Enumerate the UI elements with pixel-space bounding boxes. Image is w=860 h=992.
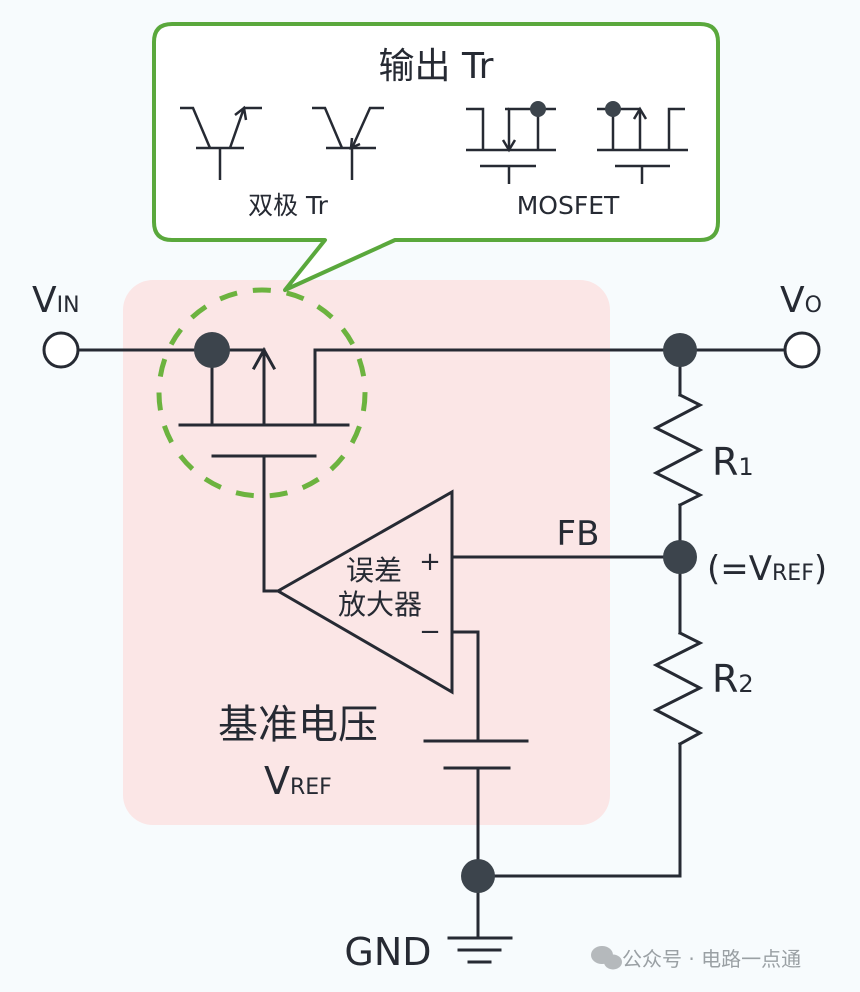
regulator-ic-region — [123, 280, 610, 825]
wechat-icon — [591, 946, 622, 970]
pnp-transistor-icon — [312, 106, 384, 180]
reference-voltage-title: 基准电压 — [218, 702, 378, 748]
r2-label: R2 — [712, 657, 754, 701]
fb-label: FB — [557, 514, 600, 554]
callout-bubble — [152, 22, 720, 292]
vo-terminal: VO — [780, 280, 822, 369]
gnd-label: GND — [344, 930, 431, 974]
vo-junction-node — [663, 333, 697, 367]
amp-minus-sign: − — [419, 617, 441, 647]
pmos-transistor-icon — [597, 101, 688, 184]
amp-label-line1: 误差 — [346, 554, 402, 587]
nmos-transistor-icon — [466, 101, 556, 184]
vin-label: VIN — [32, 280, 80, 321]
output-transistor-callout: 输出 Tr — [152, 22, 720, 292]
npn-transistor-icon — [180, 105, 262, 180]
highlight-dashed-circle — [156, 287, 368, 499]
fb-junction-node — [663, 540, 697, 574]
bipolar-label: 双极 Tr — [248, 191, 329, 220]
watermark-text: 公众号 · 电路一点通 — [622, 947, 801, 971]
vin-terminal-circle — [42, 331, 80, 369]
reference-voltage-symbol: VREF — [264, 759, 332, 803]
vin-junction-node — [194, 332, 230, 368]
r1-label: R1 — [712, 440, 754, 484]
vo-label: VO — [780, 280, 822, 321]
watermark: 公众号 · 电路一点通 — [591, 946, 801, 971]
gnd-junction-node — [461, 859, 495, 893]
callout-title: 输出 Tr — [379, 46, 494, 87]
amp-label-line2: 放大器 — [338, 588, 422, 621]
vref-note: (=VREF) — [707, 549, 827, 589]
mosfet-label: MOSFET — [517, 191, 620, 220]
vo-terminal-circle — [783, 331, 821, 369]
vin-terminal: VIN — [32, 280, 80, 369]
amp-plus-sign: + — [419, 547, 441, 577]
